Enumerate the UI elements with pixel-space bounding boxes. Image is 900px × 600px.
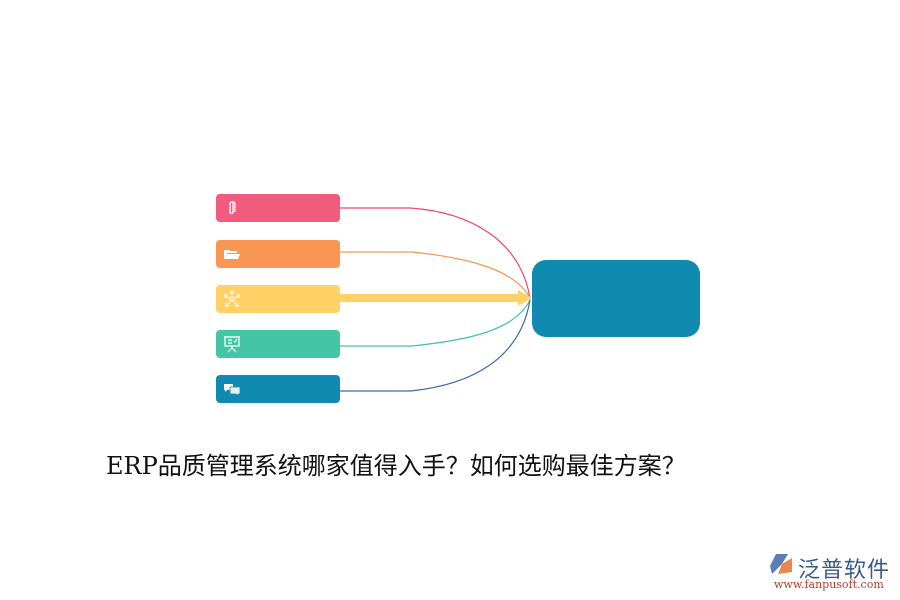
node-presentation[interactable] [216,330,340,358]
node-network[interactable] [216,285,340,313]
node-folder[interactable] [216,240,340,268]
link-5 [340,299,531,392]
logo-url: www.fanpusoft.com [774,578,884,591]
presentation-board-icon [224,336,240,353]
central-hub-node[interactable] [532,260,700,337]
chat-bubbles-icon [224,384,241,397]
node-paperclip[interactable] [216,194,340,222]
link-4 [340,299,531,347]
folder-open-icon [224,250,240,259]
fanpusoft-logo: 泛普软件 www.fanpusoft.com [768,552,898,592]
logo-mark-icon [770,554,792,574]
link-1 [340,207,531,299]
link-3-arrow [340,290,532,306]
network-icon [223,290,241,307]
node-chat[interactable] [216,375,340,403]
link-2 [340,251,531,299]
paperclip-icon [229,201,236,215]
page-title: ERP品质管理系统哪家值得入手？如何选购最佳方案？ [106,452,686,480]
logo-name: 泛普软件 [798,558,891,583]
